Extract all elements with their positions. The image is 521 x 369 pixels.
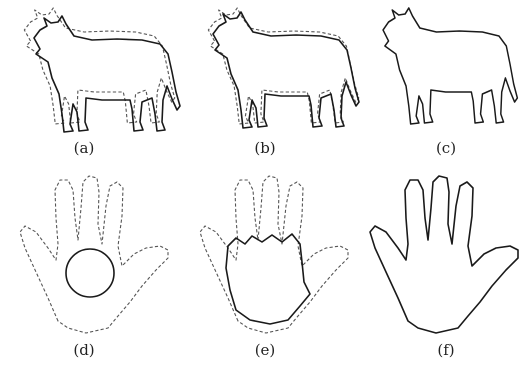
evolving-contour-solid (226, 234, 310, 324)
initial-contour-solid (34, 16, 180, 132)
panel-a-figure (24, 8, 180, 132)
target-contour-dashed (20, 176, 168, 333)
panel-label-b: (b) (254, 139, 275, 157)
panel-e-figure (200, 176, 348, 333)
panel-label-a: (a) (74, 139, 95, 157)
final-contour-solid (370, 176, 518, 333)
target-contour-dashed (200, 176, 348, 333)
panel-label-e: (e) (255, 341, 276, 359)
initial-circle-contour (66, 249, 114, 297)
panel-label-c: (c) (436, 139, 456, 157)
panel-label-d: (d) (73, 341, 94, 359)
panel-label-f: (f) (437, 341, 454, 359)
panel-f-figure (370, 176, 518, 333)
evolving-contour-solid (213, 12, 359, 128)
target-contour-dashed (208, 8, 358, 124)
panel-c-figure (383, 8, 517, 124)
final-contour-solid (383, 8, 517, 124)
panel-d-figure (20, 176, 168, 333)
panel-b-figure (208, 8, 359, 128)
